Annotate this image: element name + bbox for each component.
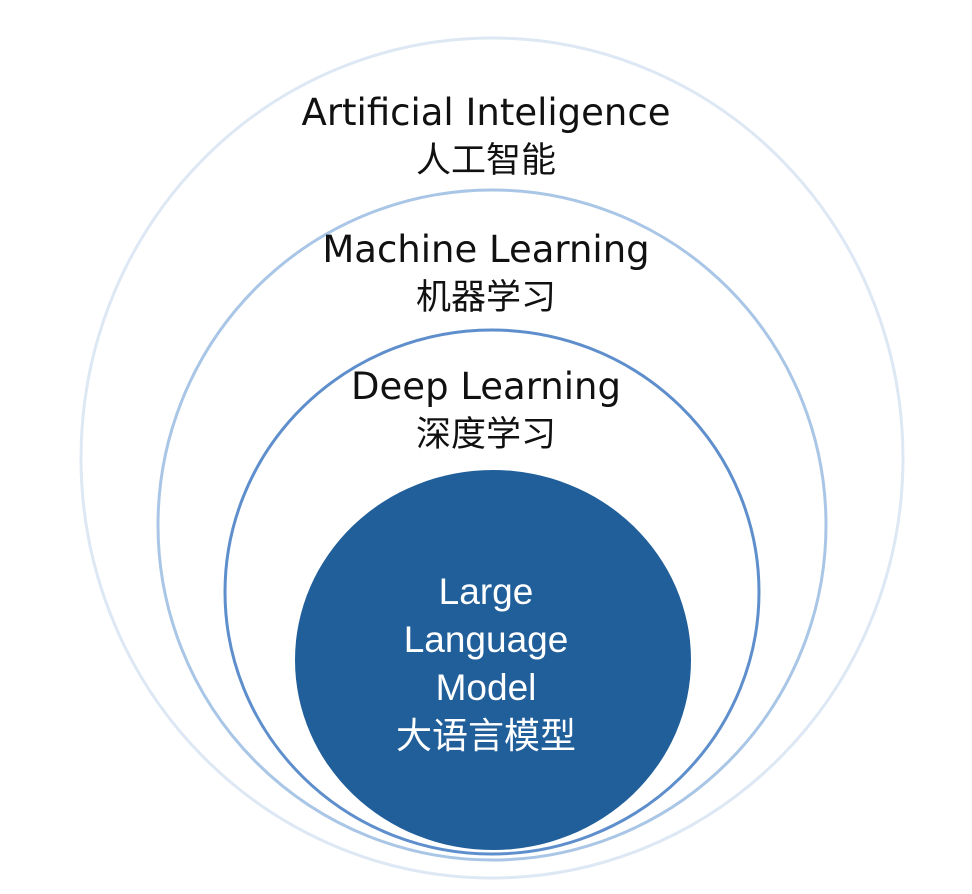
- ai-label-zh: 人工智能: [415, 141, 556, 181]
- ml-label-zh: 机器学习: [415, 278, 556, 318]
- llm-label-line3: Model: [435, 667, 537, 708]
- ml-label: Machine Learning 机器学习: [0, 226, 972, 322]
- dl-label-zh: 深度学习: [415, 415, 556, 455]
- llm-label: Large Language Model 大语言模型: [0, 568, 972, 760]
- llm-label-line2: Language: [403, 619, 569, 660]
- llm-label-line1: Large: [438, 571, 534, 612]
- ai-label: Artificial Inteligence 人工智能: [0, 89, 972, 185]
- dl-label-en: Deep Learning: [351, 365, 621, 408]
- llm-circle: [295, 470, 691, 850]
- dl-label: Deep Learning 深度学习: [0, 363, 972, 459]
- ml-label-en: Machine Learning: [322, 228, 650, 271]
- ai-label-en: Artificial Inteligence: [301, 91, 671, 134]
- llm-label-zh: 大语言模型: [395, 715, 576, 756]
